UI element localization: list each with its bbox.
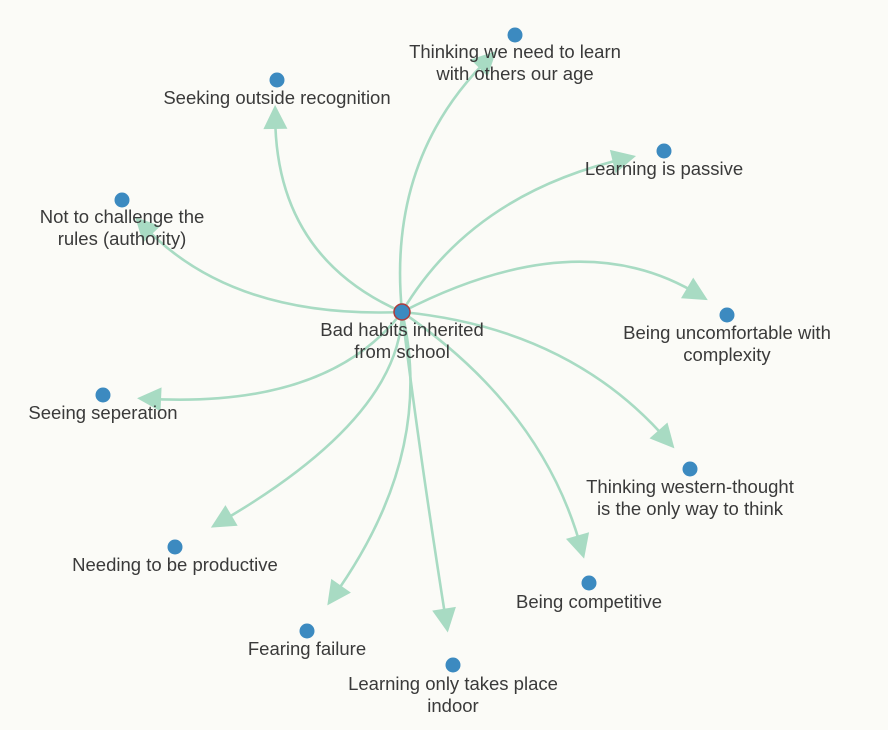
arrowhead-learning-is-passive xyxy=(609,149,637,174)
node-uncomfortable-complexity[interactable] xyxy=(719,307,735,323)
label-learning-indoor-line: Learning only takes place xyxy=(348,673,558,694)
label-being-competitive: Being competitive xyxy=(516,591,662,612)
edge-fearing-failure xyxy=(330,311,412,600)
label-western-thought-line: Thinking western-thought xyxy=(586,476,794,497)
label-thinking-learn-others-age-line: with others our age xyxy=(435,63,593,84)
arrowhead-western-thought xyxy=(649,422,675,449)
label-being-competitive-line: Being competitive xyxy=(516,591,662,612)
arrowhead-being-competitive xyxy=(565,532,590,559)
node-seeing-seperation[interactable] xyxy=(95,387,111,403)
node-bad-habits[interactable] xyxy=(393,303,411,321)
arrowhead-learning-indoor xyxy=(432,606,456,633)
edge-needing-productive xyxy=(217,311,404,525)
edge-being-competitive xyxy=(401,310,584,552)
node-learning-indoor[interactable] xyxy=(445,657,461,673)
label-western-thought-line: is the only way to think xyxy=(597,498,784,519)
edge-learning-is-passive xyxy=(400,156,629,313)
arrowhead-seeing-seperation xyxy=(137,387,162,412)
label-not-challenge-rules-line: rules (authority) xyxy=(58,228,187,249)
edge-uncomfortable-complexity xyxy=(401,260,702,314)
node-fearing-failure[interactable] xyxy=(299,623,315,639)
arrowhead-thinking-learn-others-age xyxy=(470,50,497,77)
edge-western-thought xyxy=(401,310,671,444)
label-thinking-learn-others-age-line: Thinking we need to learn xyxy=(409,41,621,62)
edge-not-challenge-rules xyxy=(139,221,403,314)
node-being-competitive[interactable] xyxy=(581,575,597,591)
label-fearing-failure-line: Fearing failure xyxy=(248,638,366,659)
arrowhead-needing-productive xyxy=(210,505,238,528)
arrowhead-fearing-failure xyxy=(327,578,351,606)
node-thinking-learn-others-age[interactable] xyxy=(507,27,523,43)
label-seeing-seperation-line: Seeing seperation xyxy=(28,402,177,423)
arrowhead-not-challenge-rules xyxy=(135,216,161,243)
label-fearing-failure: Fearing failure xyxy=(248,638,366,659)
edge-seeing-seperation xyxy=(144,311,404,401)
label-bad-habits-line: from school xyxy=(354,341,450,362)
label-bad-habits-line: Bad habits inherited xyxy=(320,319,484,340)
label-seeing-seperation: Seeing seperation xyxy=(28,402,177,423)
arrowhead-seeking-outside-recognition xyxy=(263,104,288,130)
label-needing-productive-line: Needing to be productive xyxy=(72,554,278,575)
edge-thinking-learn-others-age xyxy=(398,55,492,313)
edge-layer xyxy=(135,50,708,633)
arrowhead-uncomfortable-complexity xyxy=(681,277,708,301)
edge-learning-indoor xyxy=(400,311,448,625)
label-learning-indoor-line: indoor xyxy=(427,695,478,716)
node-learning-is-passive[interactable] xyxy=(656,143,672,159)
node-not-challenge-rules[interactable] xyxy=(114,192,130,208)
label-seeking-outside-recognition: Seeking outside recognition xyxy=(163,87,390,108)
label-learning-is-passive-line: Learning is passive xyxy=(585,158,743,179)
label-uncomfortable-complexity-line: Being uncomfortable with xyxy=(623,322,831,343)
label-learning-is-passive: Learning is passive xyxy=(585,158,743,179)
label-needing-productive: Needing to be productive xyxy=(72,554,278,575)
label-seeking-outside-recognition-line: Seeking outside recognition xyxy=(163,87,390,108)
label-not-challenge-rules-line: Not to challenge the xyxy=(40,206,205,227)
node-needing-productive[interactable] xyxy=(167,539,183,555)
node-layer xyxy=(95,27,735,673)
node-seeking-outside-recognition[interactable] xyxy=(269,72,285,88)
node-western-thought[interactable] xyxy=(682,461,698,477)
edge-seeking-outside-recognition xyxy=(273,112,403,314)
label-uncomfortable-complexity-line: complexity xyxy=(683,344,771,365)
